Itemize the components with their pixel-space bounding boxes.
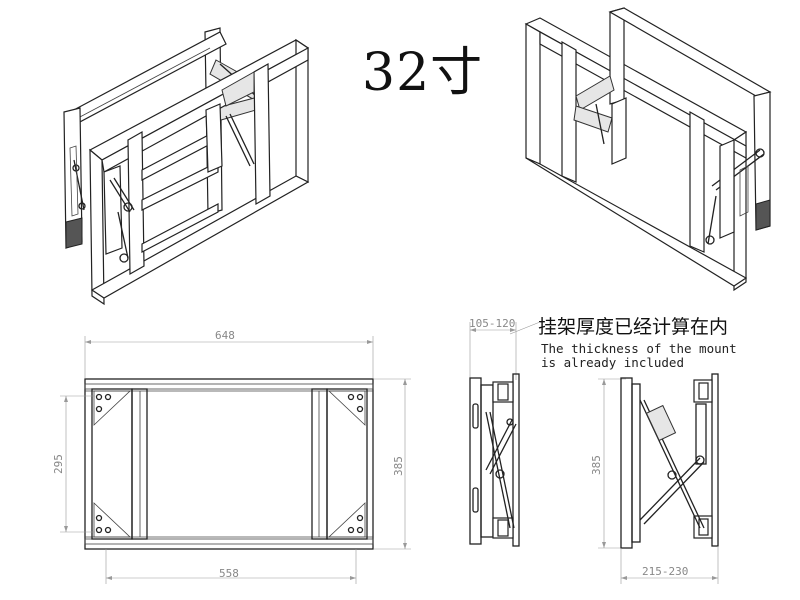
thickness-note-line-2: is already included xyxy=(541,355,684,370)
thickness-note-english: The thickness of the mount is already in… xyxy=(541,342,737,370)
dim-inner-width: 558 xyxy=(219,567,239,580)
thickness-note-chinese: 挂架厚度已经计算在内 xyxy=(538,316,729,338)
diagram-title: 32寸 xyxy=(362,43,484,103)
dim-side-height: 385 xyxy=(590,455,603,475)
dim-overall-width: 648 xyxy=(215,329,235,342)
dim-right-height: 385 xyxy=(392,456,405,476)
side-view-collapsed: 105-120 xyxy=(469,317,541,547)
isometric-view-right xyxy=(524,7,772,292)
dim-left-height: 295 xyxy=(52,454,65,474)
thickness-note-line-1: The thickness of the mount xyxy=(541,341,737,356)
isometric-view-left xyxy=(63,27,310,306)
dim-thickness: 105-120 xyxy=(469,317,515,330)
front-view: 648 xyxy=(52,329,411,584)
side-view-extended: 385 215-230 xyxy=(590,373,719,584)
dim-depth-extended: 215-230 xyxy=(642,565,688,578)
